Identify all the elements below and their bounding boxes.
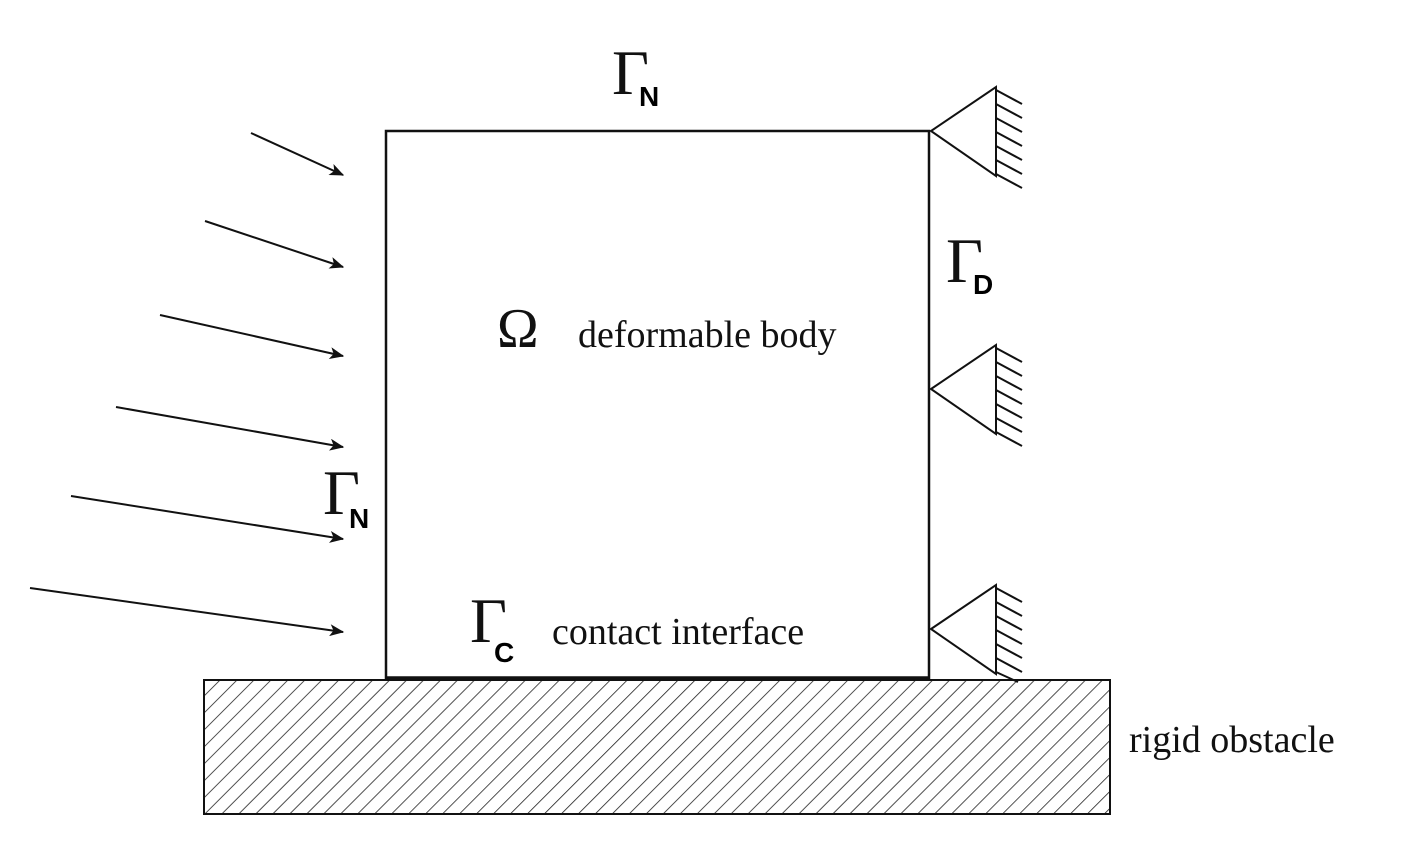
contact-label: contact interface bbox=[552, 611, 804, 653]
deformable-body bbox=[384, 129, 931, 680]
rigid-obstacle bbox=[203, 679, 1111, 815]
top-boundary-subscript: N bbox=[639, 81, 659, 112]
obstacle-label: rigid obstacle bbox=[1129, 719, 1335, 761]
gamma-symbol: Γ bbox=[323, 457, 360, 528]
support-middle bbox=[929, 343, 1023, 447]
left-boundary-subscript: N bbox=[349, 503, 369, 534]
load-arrow bbox=[115, 406, 345, 451]
dirichlet-boundary-label: Γ D bbox=[946, 225, 993, 300]
load-arrows bbox=[29, 132, 345, 637]
gamma-symbol: Γ bbox=[612, 37, 649, 108]
load-arrow bbox=[159, 314, 345, 359]
gamma-symbol: Γ bbox=[470, 585, 507, 656]
body-label: deformable body bbox=[578, 314, 837, 356]
contact-boundary-label-group: Γ C contact interface bbox=[470, 585, 804, 668]
body-label-group: Ω deformable body bbox=[497, 298, 837, 360]
support-top bbox=[929, 85, 1023, 189]
gamma-symbol: Γ bbox=[946, 225, 983, 296]
load-arrow bbox=[204, 220, 345, 269]
contact-boundary-subscript: C bbox=[494, 637, 514, 668]
load-arrow bbox=[250, 132, 345, 176]
load-arrow bbox=[70, 495, 345, 543]
load-arrow bbox=[29, 587, 345, 637]
omega-symbol: Ω bbox=[497, 298, 539, 360]
left-neumann-boundary-label: Γ N bbox=[323, 457, 369, 534]
support-bottom bbox=[929, 583, 1023, 683]
top-neumann-boundary-label: Γ N bbox=[612, 37, 659, 112]
right-boundary-subscript: D bbox=[973, 269, 993, 300]
